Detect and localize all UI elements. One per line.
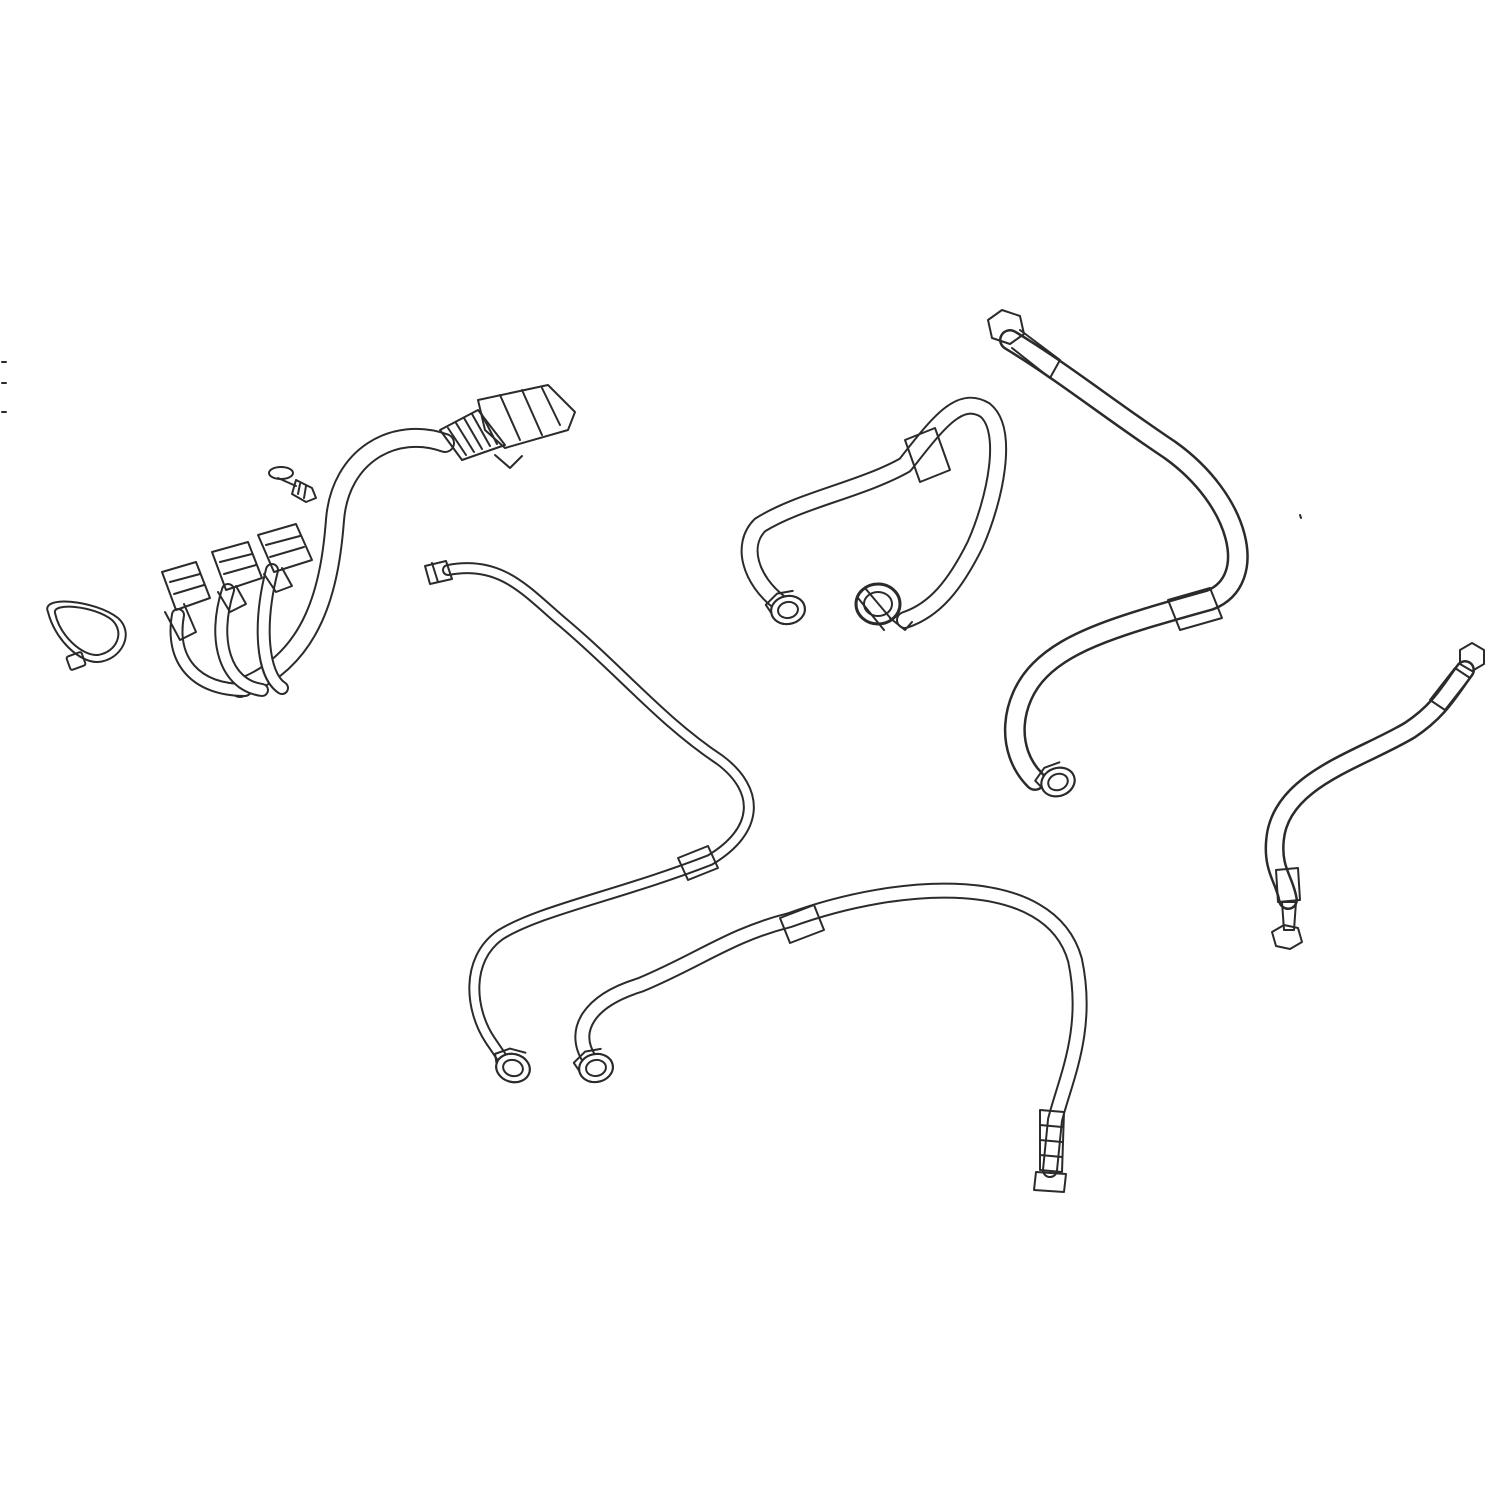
- injector-plug-3: [257, 523, 313, 593]
- push-pin-clip: [268, 466, 317, 503]
- injector-plug-1: [161, 561, 211, 641]
- fuel-line-left-long: [424, 560, 755, 1087]
- fuel-line-top-hook: [740, 396, 1008, 631]
- hose-clamp: [854, 582, 913, 631]
- margin-tick-marks: [1, 361, 7, 413]
- injector-wiring-harness: [161, 384, 576, 698]
- fuel-line-right-large: [987, 309, 1302, 804]
- cable-tie: [46, 600, 127, 671]
- fuel-line-bottom-loop: [571, 882, 1088, 1193]
- fuel-line-right-short: [1264, 642, 1485, 950]
- injector-plug-2: [211, 541, 263, 613]
